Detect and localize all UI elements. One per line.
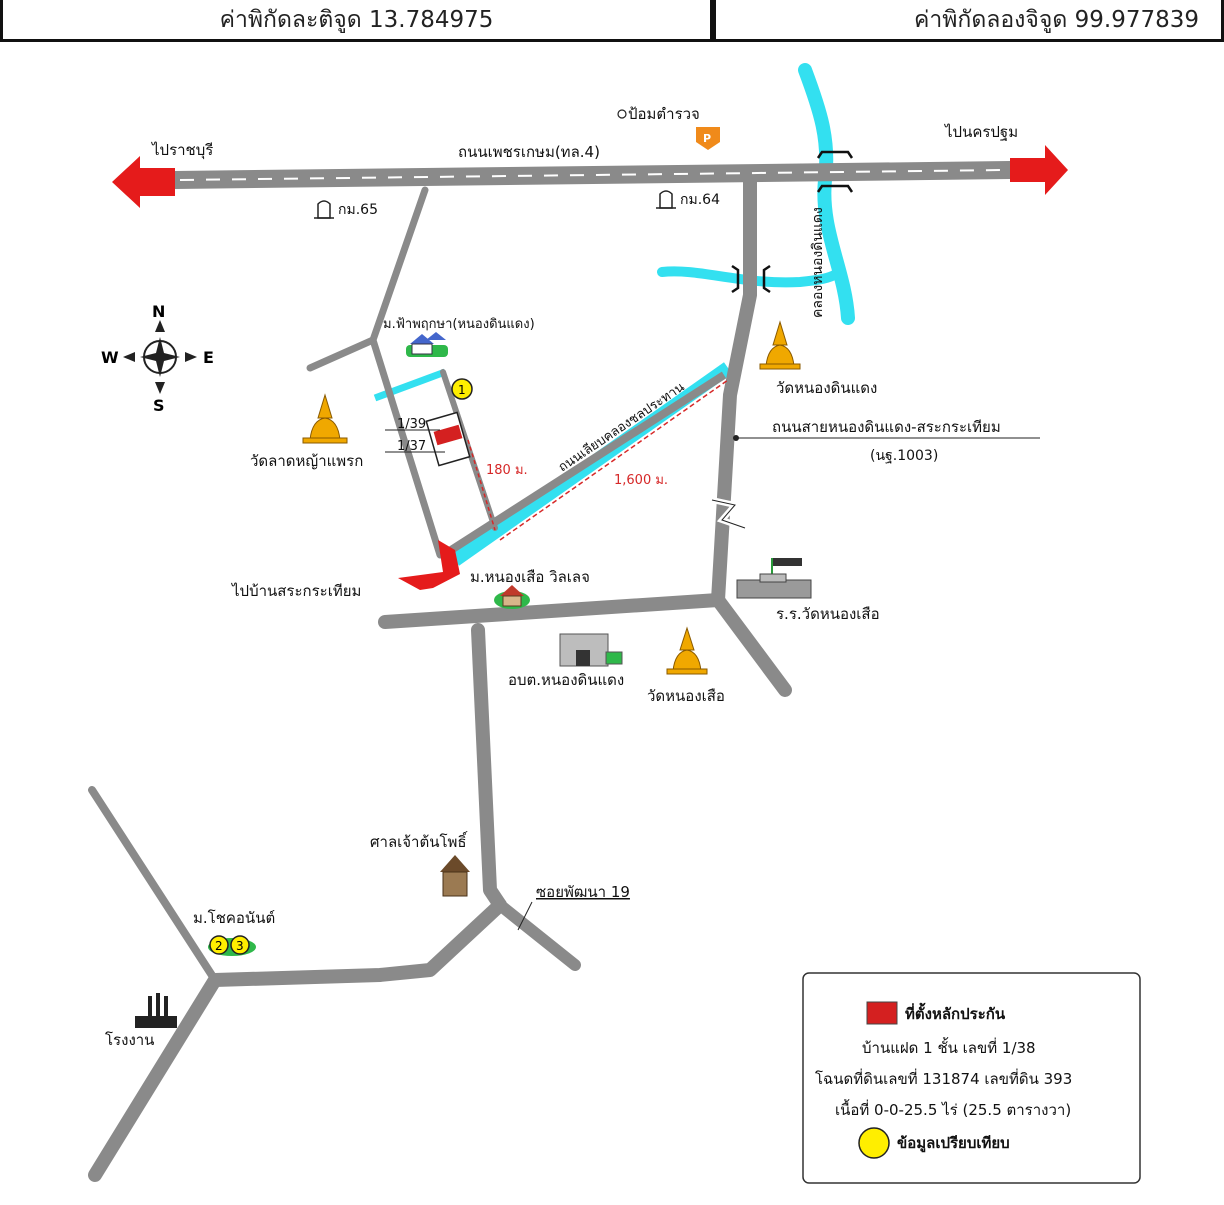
road-west (208, 898, 507, 987)
road-break-outline (711, 499, 746, 529)
label-km65: กม.65 (338, 202, 378, 218)
label-to-sa-krathiam: ไปบ้านสระกระเทียม (231, 582, 361, 600)
label-village-fa: ม.ฟ้าพฤกษา(หนองดินแดง) (383, 317, 535, 332)
road-northwest (88, 786, 219, 984)
temple-icon (666, 626, 708, 675)
label-canal: คลองหนองดินแดง (810, 207, 826, 318)
road-canal-side (445, 371, 727, 556)
label-village-nong-suea: ม.หนองเสือ วิลเลจ (470, 568, 590, 586)
label-dist-180: 180 ม. (486, 463, 528, 478)
label-dist-1600: 1,600 ม. (614, 473, 668, 488)
road-nong-din-daeng (711, 173, 757, 607)
police-booth-icon (696, 127, 720, 150)
temple-icon (759, 320, 801, 370)
highway-center-dash (179, 169, 1006, 181)
legend-deed: โฉนดที่ดินเลขที่ 131874 เลขที่ดิน 393 (815, 1068, 1072, 1088)
comparison-marker-2-label: 2 (215, 939, 223, 953)
legend-area: เนื้อที่ 0-0-25.5 ไร่ (25.5 ตารางวา) (835, 1099, 1071, 1119)
legend-comparison-swatch (858, 1127, 890, 1159)
compass-e: E (203, 348, 214, 367)
label-canal-road: ถนนเลียบคลองชลประทาน (555, 379, 687, 475)
road-north-south (471, 623, 507, 912)
longitude-box: ค่าพิกัดลองจิจูด 99.977839 (713, 0, 1224, 42)
legend-house: บ้านแฝด 1 ชั้น เลขที่ 1/38 (862, 1037, 1036, 1057)
compass-w: W (101, 348, 119, 367)
road-soi-pattana (494, 899, 581, 971)
compass-s: S (153, 396, 165, 415)
label-plot-1-37: 1/37 (397, 439, 426, 454)
label-to-ratchaburi: ไปราชบุรี (151, 141, 213, 160)
legend-comparison-label: ข้อมูลเปรียบเทียบ (897, 1134, 1010, 1153)
house-icon (494, 585, 530, 609)
distance-1600-line (499, 379, 729, 541)
label-road-nong-din-daeng: ถนนสายหนองดินแดง-สระกระเทียม (772, 418, 1001, 436)
latitude-text: ค่าพิกัดละติจูด 13.784975 (219, 6, 494, 33)
factory-icon (135, 993, 177, 1028)
road-factory (88, 973, 222, 1182)
arrow-to-nakhon-pathom (1010, 145, 1068, 195)
temple-icon (302, 393, 348, 444)
shrine-icon (440, 855, 470, 897)
label-plot-1-39: 1/39 (397, 417, 426, 432)
arrow-to-sa-krathiam (398, 540, 460, 590)
police-dot-icon (617, 109, 627, 119)
label-wat-nong-din-daeng: วัดหนองดินแดง (776, 379, 877, 397)
school-icon (736, 558, 812, 599)
bridge-icons (731, 150, 854, 294)
legend-location-swatch (866, 1001, 898, 1025)
legend-box (802, 972, 1141, 1184)
label-wat-lat: วัดลาดหญ้าแพรก (250, 452, 363, 470)
comparison-marker-3-label: 3 (236, 939, 244, 953)
plot-lots (385, 411, 471, 467)
label-highway: ถนนเพชรเกษม(ทล.4) (458, 143, 600, 161)
arrow-to-ratchaburi (112, 156, 175, 208)
comparison-marker-3 (230, 935, 250, 955)
label-to-nakhon-pathom: ไปนครปฐม (944, 123, 1018, 141)
house-icon (406, 332, 448, 357)
police-sign: P (703, 132, 711, 145)
road-main-south (378, 593, 725, 629)
compass-n: N (152, 302, 165, 321)
comparison-marker-1 (451, 378, 473, 400)
collateral-location-marker (433, 424, 463, 446)
label-shrine: ศาลเจ้าต้นโพธิ์ (370, 831, 468, 851)
comparison-marker-1-label: 1 (458, 383, 466, 397)
road-village-spur (306, 336, 377, 372)
legend-location-label: ที่ตั้งหลักประกัน (905, 1002, 1006, 1023)
label-factory: โรงงาน (105, 1031, 154, 1049)
comparison-marker-2 (209, 935, 229, 955)
soi-label-leader (517, 901, 533, 931)
label-sao-office: อบต.หนองดินแดง (508, 671, 624, 689)
road-school (711, 593, 792, 697)
office-building-icon (559, 633, 623, 667)
km-post-icon (314, 190, 676, 219)
road-km65-branch (369, 186, 444, 559)
label-village-chok: ม.โชคอนันต์ (193, 909, 275, 927)
latitude-box: ค่าพิกัดละติจูด 13.784975 (0, 0, 713, 42)
label-road-code: (นฐ.1003) (870, 448, 938, 464)
label-police: ป้อมตำรวจ (628, 105, 700, 123)
label-wat-nong-suea: วัดหนองเสือ (647, 687, 725, 705)
road-label-dot (733, 435, 739, 441)
longitude-text: ค่าพิกัดลองจิจูด 99.977839 (913, 6, 1199, 33)
label-soi-pattana: ซอยพัฒนา 19 (536, 883, 630, 901)
canal-branch (657, 266, 841, 288)
distance-180-line (467, 439, 496, 531)
label-school: ร.ร.วัดหนองเสือ (776, 605, 880, 623)
label-km64: กม.64 (680, 192, 720, 208)
compass-icon (123, 320, 197, 394)
